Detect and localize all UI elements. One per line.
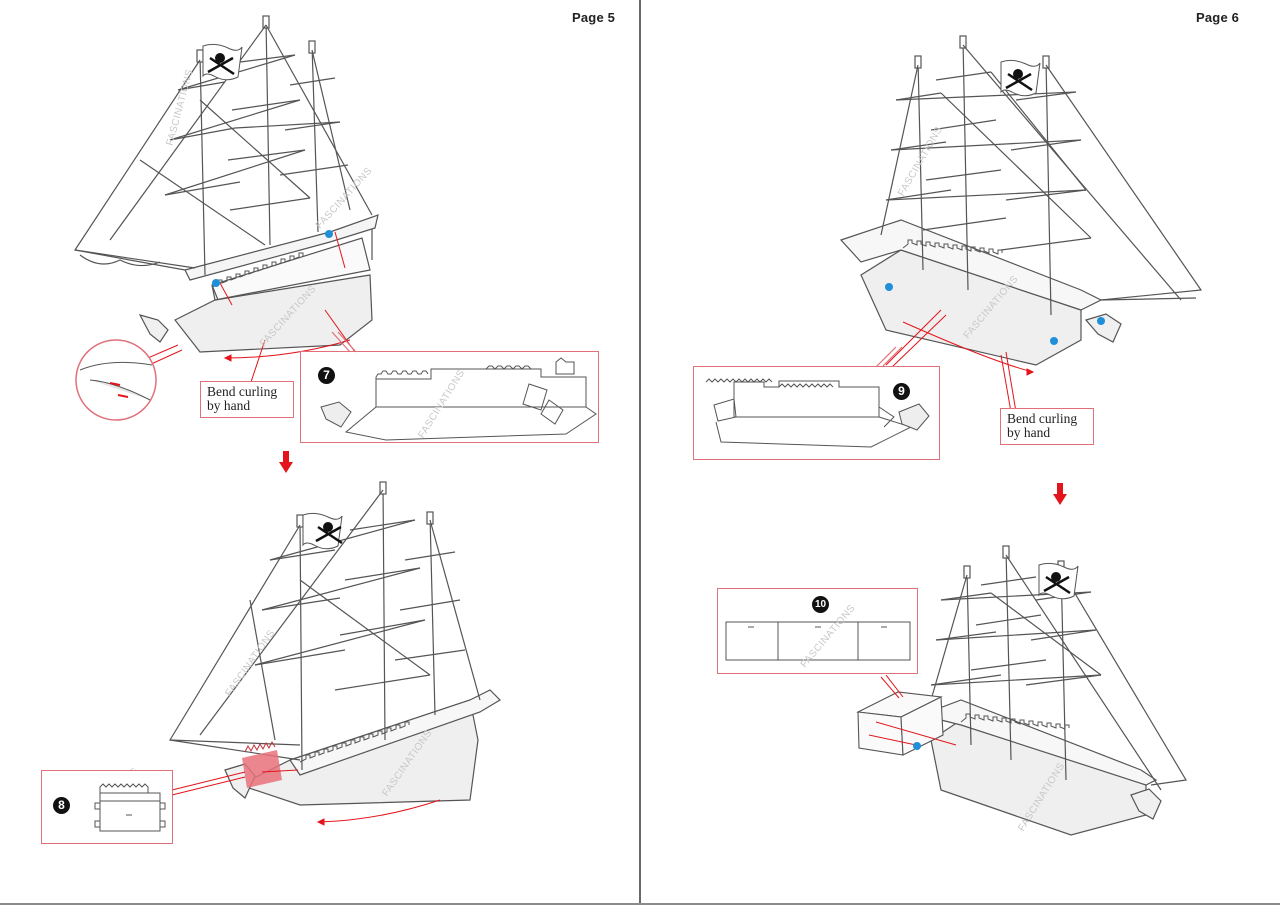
blue-dot-icon <box>212 279 220 287</box>
page-6: Page 6 <box>641 0 1280 903</box>
instruction-note: Bend curling by hand <box>200 381 294 418</box>
note-line-1: Bend curling <box>1007 411 1078 426</box>
highlighted-stern-part <box>242 740 282 788</box>
box-part-diagram <box>725 621 911 661</box>
skull-crossed-swords-flag-icon <box>1000 59 1041 97</box>
instruction-note: Bend curling by hand <box>1000 408 1094 445</box>
illustration-canvas <box>74 15 501 826</box>
skull-crossed-swords-flag-icon <box>1038 562 1079 600</box>
note-line-2: by hand <box>207 398 251 413</box>
bottom-border <box>0 903 1280 905</box>
callout-pointer <box>331 331 357 353</box>
skull-crossed-swords-flag-icon <box>202 43 243 81</box>
ship-illustration-top <box>74 15 379 353</box>
detail-magnifier <box>75 339 157 421</box>
page-divider <box>639 0 641 905</box>
ship-illustration-bottom <box>918 545 1187 836</box>
step-8-callout: 8 <box>41 770 173 844</box>
stern-box-part <box>856 691 944 756</box>
step-9-callout: 9 <box>693 366 940 460</box>
ship-illustration-top <box>839 35 1203 366</box>
blue-dot-icon <box>1050 337 1058 345</box>
ship-illustration-bottom <box>169 481 501 806</box>
blue-dot-icon <box>885 283 893 291</box>
skull-crossed-swords-flag-icon <box>302 512 343 550</box>
assembly-guide-lines-bottom <box>868 674 957 746</box>
step-7-callout: 7 FASCINATIONS <box>300 351 599 443</box>
page-5: Page 5 <box>0 0 639 903</box>
assembly-guide-lines-top <box>119 231 356 386</box>
blue-dot-icon <box>325 230 333 238</box>
step-number-badge: 7 <box>318 367 335 384</box>
step-number-badge: 9 <box>893 383 910 400</box>
arrow-down-icon <box>279 451 293 473</box>
stern-part-diagram <box>94 783 166 832</box>
note-line-1: Bend curling <box>207 384 278 399</box>
illustration-canvas <box>839 35 1203 836</box>
assembly-guide-lines-top <box>885 309 1035 413</box>
step-number-badge: 10 <box>812 596 829 613</box>
assembly-guide-lines-bottom <box>171 769 441 826</box>
callout-pointer <box>875 346 903 368</box>
step-number-badge: 8 <box>53 797 70 814</box>
step-10-callout: 10 FASCINATIONS <box>717 588 918 674</box>
page-number: Page 5 <box>572 10 616 25</box>
blue-dot-icon <box>1097 317 1105 325</box>
blue-dot-icon <box>913 742 921 750</box>
hull-part-diagram <box>705 378 930 448</box>
hull-part-diagram <box>320 357 597 441</box>
page-number: Page 6 <box>1196 10 1240 25</box>
arrow-down-icon <box>1053 483 1067 505</box>
note-line-2: by hand <box>1007 425 1051 440</box>
